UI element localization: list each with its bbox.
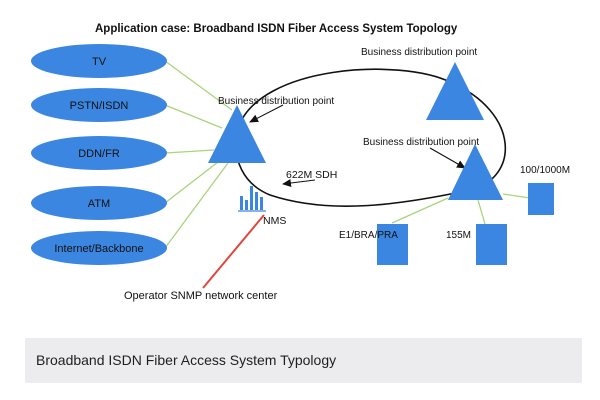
left-bdp-pointer-arrow — [249, 104, 284, 123]
link-pstn — [164, 104, 223, 129]
top-distribution-triangle — [426, 62, 484, 120]
operator-label: Operator SNMP network center — [124, 290, 278, 302]
topology-diagram: Application case: Broadband ISDN Fiber A… — [31, 23, 570, 302]
service-ellipse-internet — [31, 231, 167, 265]
service-label-pstn: PSTN/ISDN — [70, 100, 129, 112]
right-distribution-triangle — [448, 144, 503, 200]
service-nodes: TV PSTN/ISDN DDN/FR ATM Internet/Backbon… — [31, 44, 167, 265]
nms-label: NMS — [263, 215, 286, 227]
link-atm — [164, 161, 219, 204]
left-distribution-triangle — [208, 105, 266, 163]
link-tv — [164, 60, 233, 111]
service-label-internet: Internet/Backbone — [54, 243, 143, 255]
topology-svg: Application case: Broadband ISDN Fiber A… — [31, 23, 570, 302]
link-ddn — [164, 149, 215, 154]
service-ellipse-ddn — [31, 136, 167, 170]
endpoint-155m-square — [476, 224, 507, 265]
service-links — [164, 60, 531, 249]
service-ellipse-atm — [31, 186, 167, 220]
link-155m — [477, 199, 486, 225]
operator-link — [202, 214, 265, 289]
service-label-atm: ATM — [88, 198, 110, 210]
endpoint-1000m-label: 100/1000M — [520, 165, 570, 176]
ring-pointer-arrow — [282, 179, 316, 187]
service-label-tv: TV — [92, 56, 107, 68]
service-ellipse-tv — [31, 44, 167, 78]
right-bdp-pointer-arrow — [429, 147, 466, 169]
ring-label: 622M SDH — [286, 169, 337, 181]
endpoint-e1-label: E1/BRA/PRA — [339, 230, 398, 241]
nms-bar-chart-icon — [238, 186, 266, 212]
link-1000m — [502, 193, 531, 199]
figure-caption: Broadband ISDN Fiber Access System Typol… — [36, 352, 337, 368]
diagram-title: Application case: Broadband ISDN Fiber A… — [95, 23, 458, 35]
endpoint-1000m-square — [528, 183, 554, 215]
caption-box: Broadband ISDN Fiber Access System Typol… — [25, 338, 582, 383]
right-bdp-label: Business distribution point — [363, 137, 479, 148]
service-ellipse-pstn — [31, 88, 167, 122]
endpoint-e1-square — [377, 224, 408, 265]
left-bdp-label: Business distribution point — [218, 96, 334, 107]
link-e1 — [391, 197, 449, 224]
top-bdp-label: Business distribution point — [361, 47, 477, 58]
service-label-ddn: DDN/FR — [78, 148, 120, 160]
link-internet — [164, 162, 229, 249]
endpoint-155m-label: 155M — [446, 230, 471, 241]
